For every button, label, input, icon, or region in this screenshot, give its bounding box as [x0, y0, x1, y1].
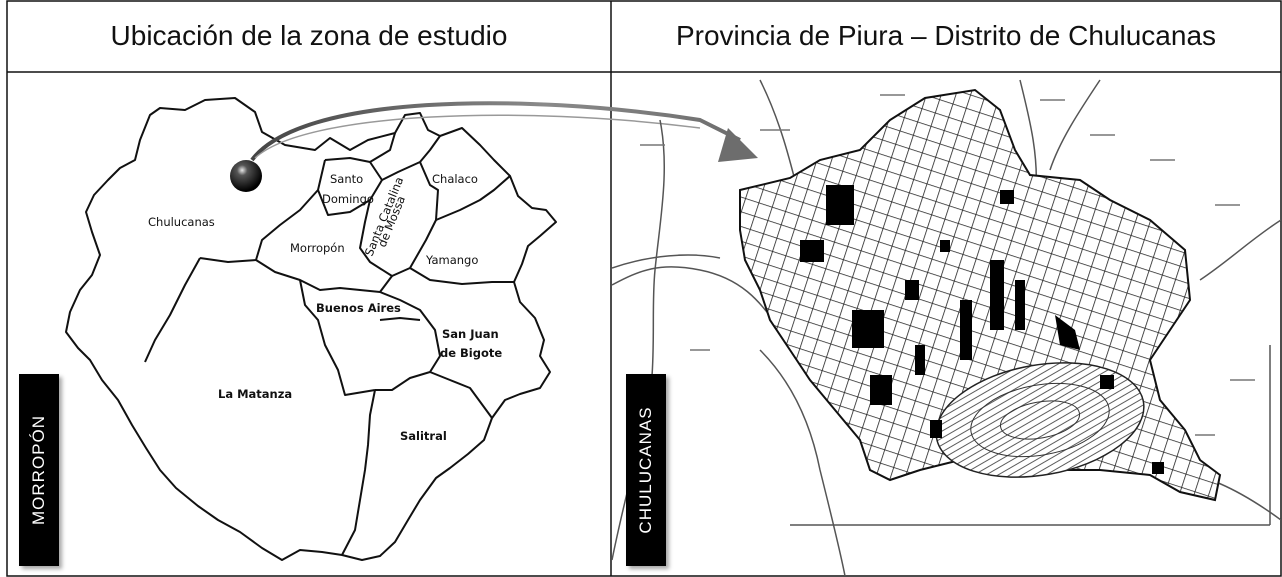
- morropon-vertical-label: MORROPÓN: [19, 374, 59, 566]
- province-outline: [65, 97, 557, 561]
- label-santo-domingo-1: Santo: [330, 172, 363, 186]
- hill-contours: [935, 362, 1145, 478]
- arrow-head: [718, 128, 758, 162]
- location-arrow: [250, 101, 741, 162]
- label-santo-domingo-2: Domingo: [322, 192, 374, 206]
- label-buenos-aires: Buenos Aires: [316, 301, 401, 315]
- label-chalaco: Chalaco: [432, 172, 478, 186]
- morropon-vertical-text: MORROPÓN: [29, 415, 48, 525]
- left-header: Ubicación de la zona de estudio: [110, 20, 508, 51]
- label-morropon: Morropón: [290, 241, 345, 255]
- label-la-matanza: La Matanza: [218, 387, 292, 401]
- label-san-juan-1: San Juan: [442, 327, 499, 341]
- chulucanas-vertical-text: CHULUCANAS: [636, 406, 655, 534]
- label-chulucanas: Chulucanas: [148, 215, 215, 229]
- label-salitral: Salitral: [400, 429, 447, 443]
- label-yamango: Yamango: [425, 253, 478, 267]
- chulucanas-vertical-label: CHULUCANAS: [626, 374, 666, 566]
- right-header: Provincia de Piura – Distrito de Chuluca…: [675, 20, 1217, 51]
- label-san-juan-2: de Bigote: [440, 346, 502, 360]
- location-marker: [230, 160, 262, 192]
